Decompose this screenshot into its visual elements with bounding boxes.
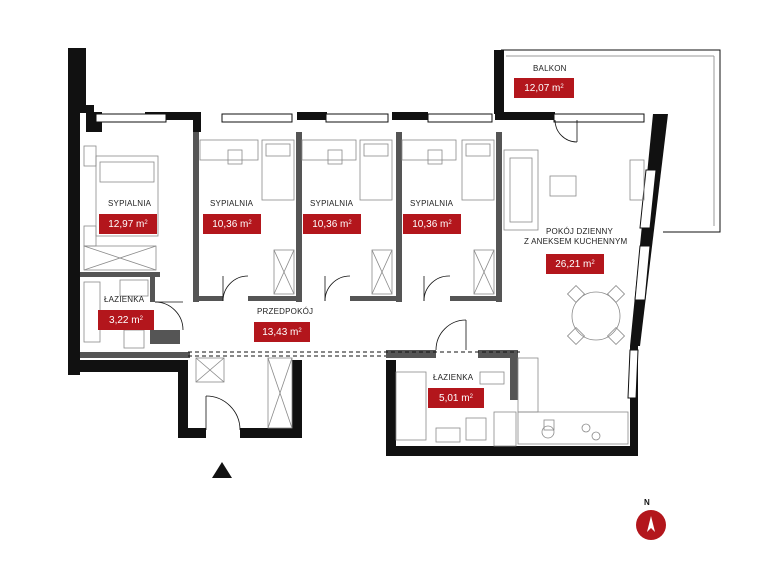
area-value: 3,22 m bbox=[109, 314, 140, 326]
balcony-wall-left bbox=[494, 50, 504, 114]
area-sup: 2 bbox=[469, 394, 473, 400]
label-sypialnia-3: SYPIALNIA bbox=[310, 199, 354, 208]
dashed-lines bbox=[188, 351, 520, 357]
area-sup: 2 bbox=[560, 84, 564, 90]
area-value: 26,21 m bbox=[555, 258, 592, 270]
area-sup: 2 bbox=[144, 220, 148, 226]
label-sypialnia-1: SYPIALNIA bbox=[108, 199, 152, 208]
triangle-up-icon bbox=[212, 462, 232, 478]
label-pokoj-2: Z ANEKSEM KUCHENNYM bbox=[524, 237, 628, 246]
area-sup: 2 bbox=[448, 220, 452, 226]
label-lazienka-1: ŁAZIENKA bbox=[104, 295, 145, 304]
balcony-outline bbox=[501, 49, 721, 233]
area-sup: 2 bbox=[591, 260, 595, 266]
exterior-walls bbox=[68, 48, 668, 456]
area-sup: 2 bbox=[298, 328, 302, 334]
label-lazienka-2: ŁAZIENKA bbox=[433, 373, 474, 382]
north-compass-icon bbox=[636, 510, 666, 540]
door-swings bbox=[154, 119, 578, 431]
label-sypialnia-4: SYPIALNIA bbox=[410, 199, 454, 208]
interior-walls bbox=[80, 132, 518, 400]
area-sup: 2 bbox=[248, 220, 252, 226]
label-przedpokoj: PRZEDPOKÓJ bbox=[257, 307, 313, 316]
label-balkon: BALKON bbox=[533, 64, 567, 73]
area-sup: 2 bbox=[348, 220, 352, 226]
area-value: 10,36 m bbox=[312, 218, 349, 230]
area-value: 10,36 m bbox=[412, 218, 449, 230]
label-sypialnia-2: SYPIALNIA bbox=[210, 199, 254, 208]
area-sup: 2 bbox=[139, 316, 143, 322]
area-value: 12,07 m bbox=[524, 82, 561, 94]
compass-needle-icon bbox=[647, 516, 655, 532]
area-value: 10,36 m bbox=[212, 218, 249, 230]
label-pokoj-1: POKÓJ DZIENNY bbox=[546, 227, 614, 236]
area-value: 12,97 m bbox=[108, 218, 145, 230]
furniture bbox=[83, 139, 645, 447]
area-value: 5,01 m bbox=[439, 392, 470, 404]
area-value: 13,43 m bbox=[262, 326, 299, 338]
compass-label: N bbox=[644, 498, 650, 507]
windows-top bbox=[95, 113, 645, 123]
windows-right bbox=[627, 169, 657, 399]
